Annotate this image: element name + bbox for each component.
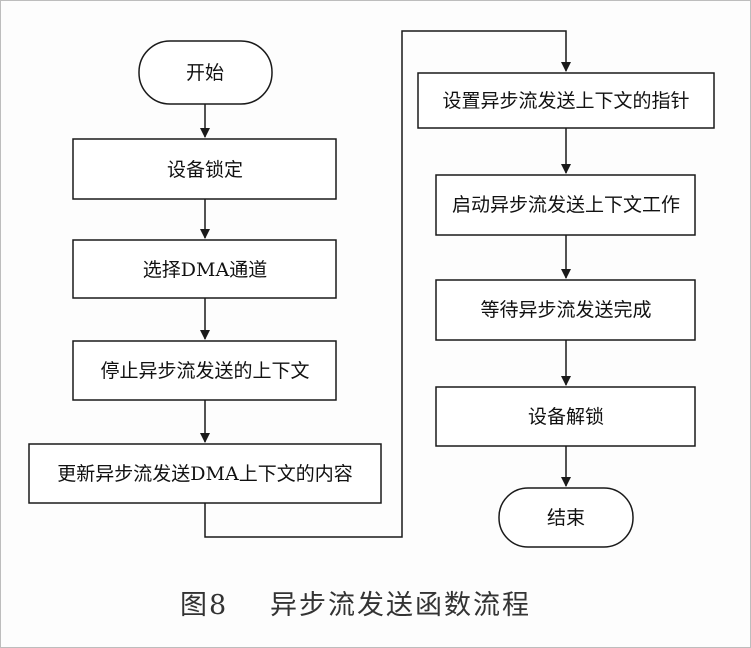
start-label: 开始 xyxy=(186,62,224,84)
select-dma-step: 选择DMA通道 xyxy=(72,239,337,299)
update-context-label: 更新异步流发送DMA上下文的内容 xyxy=(57,463,352,485)
end-terminal: 结束 xyxy=(498,487,634,548)
set-pointer-step: 设置异步流发送上下文的指针 xyxy=(417,72,715,129)
start-context-step: 启动异步流发送上下文工作 xyxy=(435,174,696,236)
arrow-update-to-setptr xyxy=(204,30,571,538)
end-label: 结束 xyxy=(547,507,585,529)
unlock-label: 设备解锁 xyxy=(528,406,604,428)
stop-context-label: 停止异步流发送的上下文 xyxy=(100,360,309,382)
lock-label: 设备锁定 xyxy=(167,159,243,181)
start-terminal: 开始 xyxy=(138,40,273,105)
figure-number: 图8 xyxy=(180,590,228,621)
update-context-step: 更新异步流发送DMA上下文的内容 xyxy=(28,443,382,504)
stop-context-step: 停止异步流发送的上下文 xyxy=(72,340,337,401)
wait-done-step: 等待异步流发送完成 xyxy=(435,279,696,341)
lock-step: 设备锁定 xyxy=(72,138,337,200)
set-pointer-label: 设置异步流发送上下文的指针 xyxy=(442,90,689,112)
wait-done-label: 等待异步流发送完成 xyxy=(480,299,651,321)
unlock-step: 设备解锁 xyxy=(435,386,696,447)
select-dma-label: 选择DMA通道 xyxy=(143,259,267,281)
start-context-label: 启动异步流发送上下文工作 xyxy=(452,194,680,216)
figure-caption: 异步流发送函数流程 xyxy=(270,590,531,621)
